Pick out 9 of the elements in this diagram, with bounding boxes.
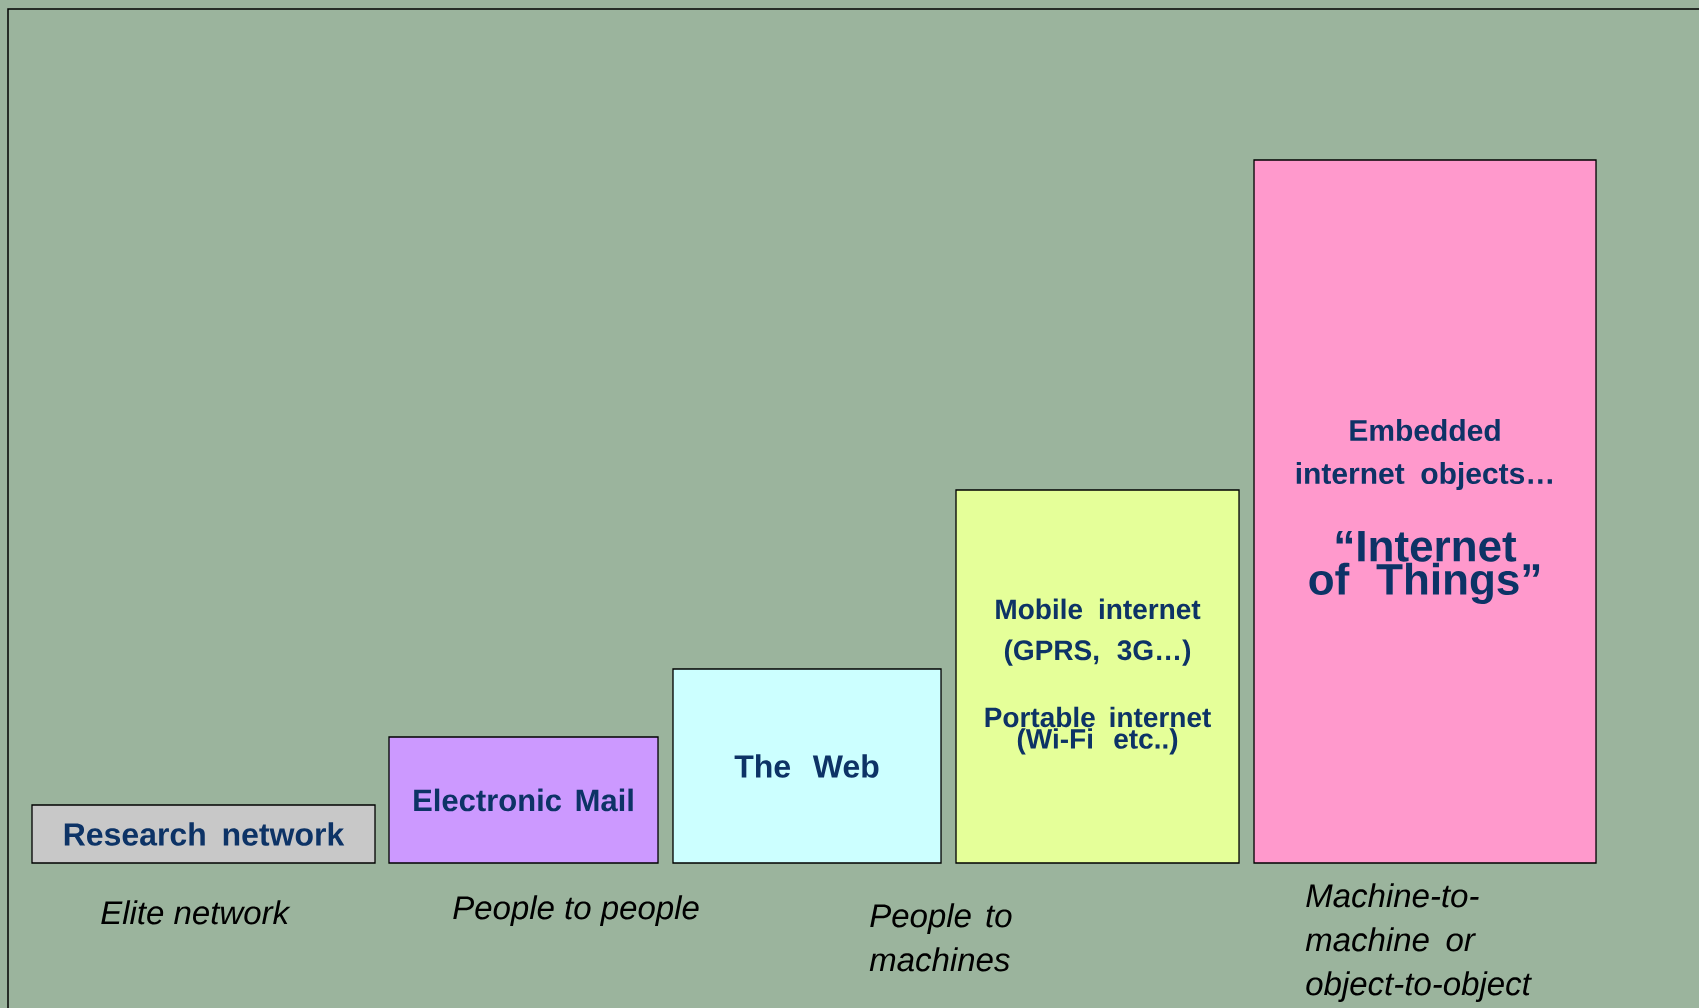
caption-text: People to people xyxy=(453,895,699,926)
category-box: The Web xyxy=(672,668,942,864)
category-box: Electronic Mail xyxy=(388,736,659,864)
category-box: Embedded internet objects… “Internet of Things” xyxy=(1253,159,1597,864)
category-box: Research network xyxy=(31,804,376,864)
caption-text: Elite network xyxy=(101,900,291,925)
caption-text: Machine-to-machine or object-to-object xyxy=(1305,883,1532,1002)
category-box: Mobile internet (GPRS, 3G…) Portable internet (Wi-Fi etc..) xyxy=(955,489,1240,864)
caption-text: People to machines xyxy=(869,903,1012,972)
